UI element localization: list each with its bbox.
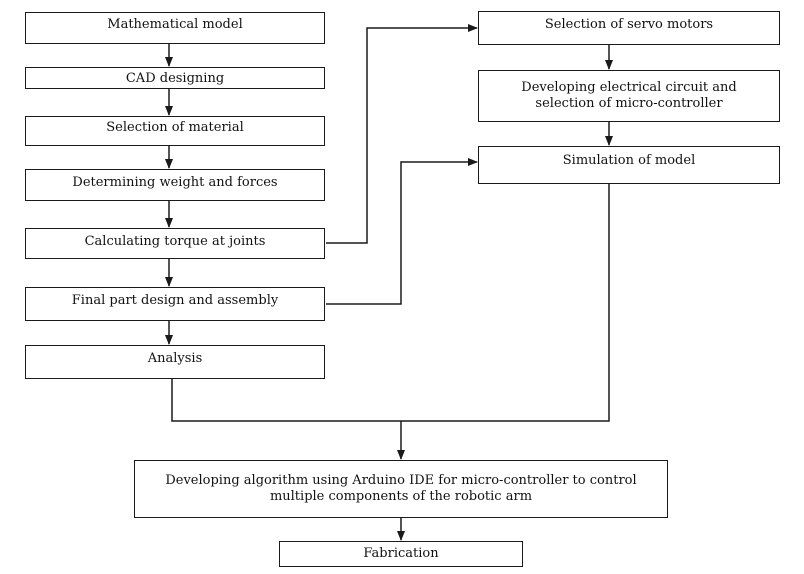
step-fabrication-label: Fabrication xyxy=(363,546,439,561)
step-selection-of-material: Selection of material xyxy=(25,116,325,146)
step-selection-of-servo-motors-label: Selection of servo motors xyxy=(544,17,714,32)
line-simulation-to-merge xyxy=(401,183,610,422)
step-developing-algorithm: Developing algorithm using Arduino IDE f… xyxy=(134,460,668,518)
step-cad-designing-label: CAD designing xyxy=(125,71,225,86)
step-fabrication: Fabrication xyxy=(279,541,523,567)
arrow-torque-to-servo xyxy=(326,24,478,244)
step-simulation-of-model: Simulation of model xyxy=(478,146,780,184)
step-calculating-torque: Calculating torque at joints xyxy=(25,228,325,259)
line-analysis-to-merge xyxy=(171,378,401,422)
step-selection-of-material-label: Selection of material xyxy=(106,120,244,135)
step-analysis: Analysis xyxy=(25,345,325,379)
step-electrical-circuit: Developing electrical circuit and select… xyxy=(478,70,780,122)
step-calculating-torque-label: Calculating torque at joints xyxy=(84,234,266,249)
step-determining-weight: Determining weight and forces xyxy=(25,169,325,201)
step-final-part-design-label: Final part design and assembly xyxy=(71,293,279,308)
step-developing-algorithm-label: Developing algorithm using Arduino IDE f… xyxy=(165,473,637,504)
step-mathematical-model: Mathematical model xyxy=(25,12,325,44)
step-final-part-design: Final part design and assembly xyxy=(25,287,325,321)
step-cad-designing: CAD designing xyxy=(25,67,325,89)
step-mathematical-model-label: Mathematical model xyxy=(107,17,243,32)
step-determining-weight-label: Determining weight and forces xyxy=(72,175,278,190)
step-simulation-of-model-label: Simulation of model xyxy=(562,153,696,168)
step-selection-of-servo-motors: Selection of servo motors xyxy=(478,11,780,45)
step-electrical-circuit-label: Developing electrical circuit and select… xyxy=(521,80,737,111)
step-analysis-label: Analysis xyxy=(147,351,203,366)
arrow-final-to-simulation xyxy=(326,158,478,305)
